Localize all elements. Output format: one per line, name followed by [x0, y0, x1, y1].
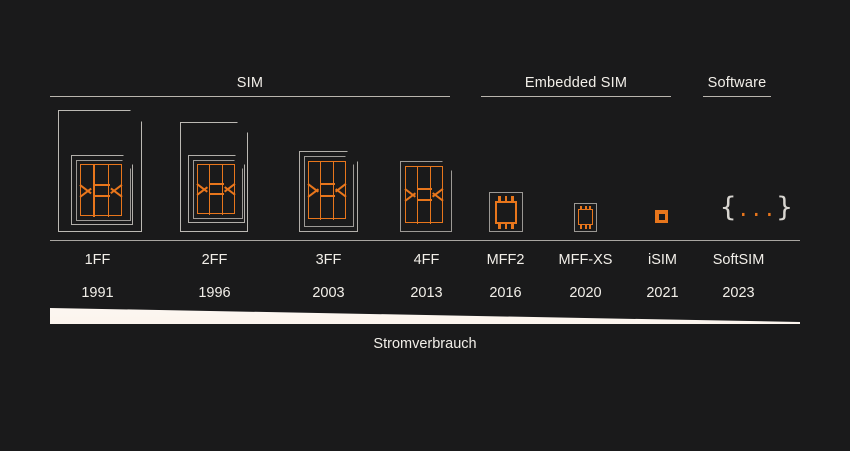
column-year: 2013 [410, 285, 443, 301]
chip-pin [589, 206, 591, 210]
column-label-mff2: MFF2 2016 [458, 252, 553, 302]
column-year: 2023 [722, 285, 755, 301]
column-year: 2020 [569, 285, 602, 301]
column-label-3ff: 3FF 2003 [281, 252, 376, 302]
group-header-sim: SIM [50, 75, 450, 97]
column-label-isim: iSIM 2021 [615, 252, 710, 302]
brace-open: { [720, 192, 738, 223]
column-label-softsim: SoftSIM 2023 [691, 252, 786, 302]
power-consumption-caption: Stromverbrauch [373, 336, 477, 352]
column-label-2ff: 2FF 1996 [167, 252, 262, 302]
column-name: MFF-XS [558, 252, 613, 268]
column-name: 1FF [84, 252, 111, 268]
column-year: 1996 [198, 285, 231, 301]
power-consumption-wedge [50, 308, 800, 324]
column-name: MFF2 [486, 252, 525, 268]
chip-package-body [578, 209, 593, 225]
group-header-sim-label: SIM [236, 75, 264, 91]
group-header-sim-rule [50, 96, 450, 97]
group-header-software-rule [703, 96, 771, 97]
brace-dots: ... [737, 197, 777, 221]
sim-card-outline-outer [299, 151, 358, 232]
sim-contact-chip [196, 164, 236, 215]
group-header-software-label: Software [707, 75, 767, 91]
sim-card-outline-outer [58, 110, 142, 232]
chip-pin [504, 223, 507, 229]
column-year: 2016 [489, 285, 522, 301]
code-braces-icon: {...} [720, 194, 794, 223]
chip-pin [584, 225, 587, 229]
chip-package-border [489, 192, 523, 232]
sim-card-outline-mid [71, 155, 133, 225]
column-year: 1991 [81, 285, 114, 301]
group-header-embedded-sim-rule [481, 96, 671, 97]
sim-contact-chip [79, 164, 123, 217]
sim-card-1ff-icon [58, 110, 142, 232]
group-header-software: Software [703, 75, 771, 97]
sim-card-outline-inner [193, 160, 243, 219]
integrated-sim-square-inner [658, 213, 665, 220]
chip-package-mff2-icon [489, 192, 523, 232]
sim-card-outline-outer [180, 122, 248, 232]
sim-contact-chip [404, 166, 444, 224]
chip-package-body [495, 201, 517, 224]
group-header-embedded-sim: Embedded SIM [481, 75, 671, 97]
chip-pin [580, 206, 582, 210]
sim-card-outline-inner [304, 156, 354, 227]
chip-pin [511, 223, 514, 229]
column-label-1ff: 1FF 1991 [50, 252, 145, 302]
timeline-separator-rule [50, 240, 800, 241]
chip-pin [498, 223, 501, 229]
column-name: 2FF [201, 252, 228, 268]
sim-card-4ff-icon [400, 161, 452, 232]
sim-card-outline-inner [76, 160, 131, 221]
group-header-embedded-sim-label: Embedded SIM [524, 75, 628, 91]
column-label-4ff: 4FF 2013 [379, 252, 474, 302]
column-label-mffxs: MFF-XS 2020 [538, 252, 633, 302]
chip-pin [584, 206, 587, 210]
sim-card-outline-mid [188, 155, 245, 223]
column-name: iSIM [648, 252, 677, 268]
brace-close: } [776, 192, 794, 223]
integrated-sim-icon [655, 210, 668, 223]
chip-pin [511, 196, 514, 202]
column-year: 2021 [646, 285, 679, 301]
column-name: SoftSIM [712, 252, 765, 268]
chip-package-border [574, 203, 597, 232]
column-year: 2003 [312, 285, 345, 301]
column-name: 3FF [315, 252, 342, 268]
chip-pin [589, 225, 591, 229]
chip-package-mffxs-icon [574, 203, 597, 232]
sim-card-2ff-icon [180, 122, 248, 232]
sim-contact-chip [307, 161, 347, 220]
sim-card-3ff-icon [299, 151, 358, 232]
chip-pin [498, 196, 501, 202]
chip-pin [504, 196, 507, 202]
chip-pin [580, 225, 582, 229]
column-name: 4FF [413, 252, 440, 268]
sim-card-outline-outer [400, 161, 452, 232]
